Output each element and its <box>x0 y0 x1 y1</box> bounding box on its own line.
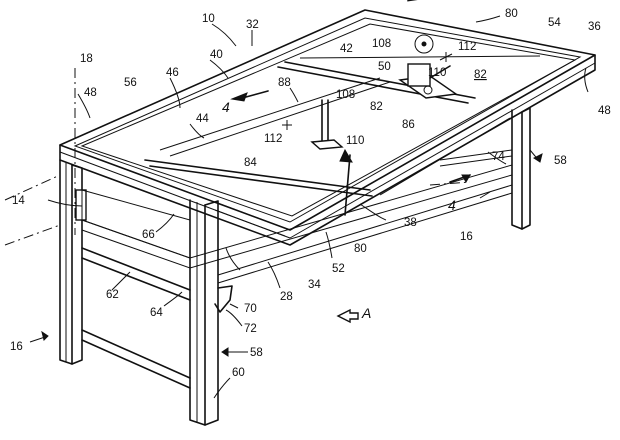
label-54: 54 <box>548 17 561 29</box>
label-52: 52 <box>332 263 345 275</box>
label-42: 42 <box>340 43 353 55</box>
label-70: 70 <box>244 303 257 315</box>
label-10: 10 <box>202 13 215 25</box>
label-4-upper: 4 <box>222 99 230 115</box>
label-80-top: 80 <box>505 8 518 20</box>
label-14: 14 <box>12 195 25 207</box>
label-84: 84 <box>244 157 257 169</box>
label-38: 38 <box>404 217 417 229</box>
label-36: 36 <box>588 21 601 33</box>
label-16-left: 16 <box>10 341 23 353</box>
saw-unit-upper <box>398 0 458 99</box>
saw-unit-lower <box>310 99 344 150</box>
label-48-left: 48 <box>84 87 97 99</box>
label-86: 86 <box>402 119 415 131</box>
label-110-top: 110 <box>428 67 446 79</box>
label-62: 62 <box>106 289 119 301</box>
label-A: A <box>361 305 371 321</box>
label-56: 56 <box>124 77 137 89</box>
label-112-top: 112 <box>458 41 476 53</box>
label-4-lower: 4 <box>448 197 456 213</box>
label-110-mid: 110 <box>346 135 364 147</box>
label-82-top: 82 <box>474 69 487 81</box>
label-32: 32 <box>246 19 259 31</box>
label-48-right: 48 <box>598 105 611 117</box>
label-58-bottom: 58 <box>250 347 263 359</box>
leg-back-right <box>511 107 531 230</box>
label-58-right: 58 <box>554 155 567 167</box>
label-34: 34 <box>308 279 321 291</box>
construction-lines <box>4 68 471 246</box>
label-40: 40 <box>210 49 223 61</box>
label-64: 64 <box>150 307 163 319</box>
label-72: 72 <box>244 323 257 335</box>
label-82-mid: 82 <box>370 101 383 113</box>
label-16-right: 16 <box>460 231 473 243</box>
label-88: 88 <box>278 77 291 89</box>
motion-arrows <box>230 52 453 216</box>
label-112-mid: 112 <box>264 133 282 145</box>
label-74: 74 <box>492 151 505 163</box>
label-108-top: 108 <box>372 38 391 50</box>
label-80-mid: 80 <box>354 243 367 255</box>
label-66: 66 <box>142 229 155 241</box>
reference-labels: 10 32 80 54 36 18 40 42 108 112 50 110 8… <box>10 8 611 379</box>
view-arrow-a <box>336 308 359 324</box>
label-28: 28 <box>280 291 293 303</box>
leg-front-left <box>59 159 87 365</box>
label-44: 44 <box>196 113 209 125</box>
label-18: 18 <box>80 53 93 65</box>
label-108-mid: 108 <box>336 89 355 101</box>
label-60: 60 <box>232 367 245 379</box>
label-46: 46 <box>166 67 179 79</box>
leader-lines <box>29 15 589 399</box>
leg-front-right <box>189 199 219 426</box>
lower-frame <box>81 149 513 389</box>
label-50: 50 <box>378 61 391 73</box>
